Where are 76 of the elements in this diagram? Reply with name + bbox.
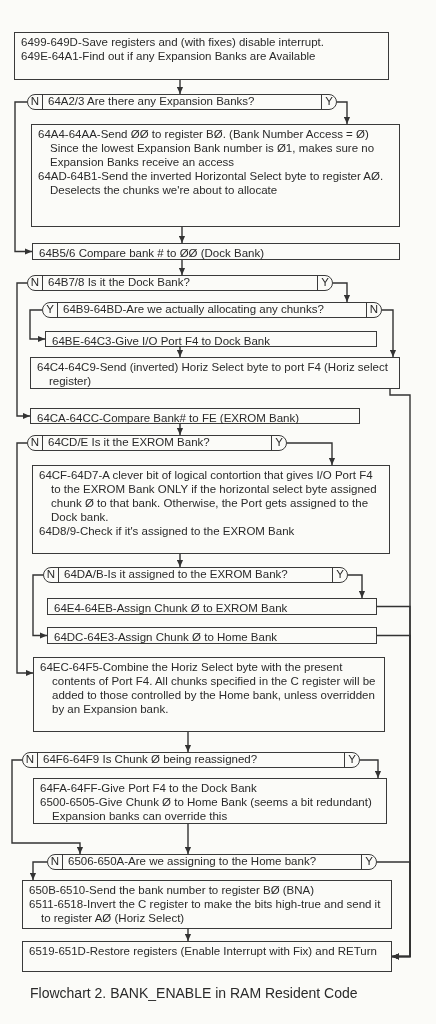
step-text: 64EC-64F5-Combine the Horiz Select byte with the present contents of Port F4. All chunks specified in the C register will be added to those controlled by the Home bank, unless overridden by an Expansion bank. (39, 660, 377, 716)
branch-label: Y (335, 568, 345, 582)
step-text: 649E-64A1-Find out if any Expansion Banks are Available (20, 49, 317, 63)
arrow (184, 928, 192, 942)
step-text: 64B5/6 Compare bank # to ØØ (Dock Bank) (38, 246, 265, 260)
decision-question: 64B7/8 Is it the Dock Bank? (42, 276, 318, 290)
process-box (22, 880, 392, 929)
decision-question: 64F6-64F9 Is Chunk Ø being reassigned? (37, 753, 345, 767)
step-text: 64CA-64CC-Compare Bank# to FE (EXROM Bank) (36, 411, 301, 425)
step-text: 6500-6505-Give Chunk Ø to Home Bank (seems a bit redundant) Expansion banks can override this (39, 795, 373, 823)
process-box (47, 627, 377, 644)
branch-label: N (24, 753, 36, 767)
decision-question: 64CD/E Is it the EXROM Bank? (42, 436, 272, 450)
arrow (29, 309, 46, 343)
arrow (178, 259, 186, 276)
arrow (29, 861, 48, 881)
decision-question: 64A2/3 Are there any Expansion Banks? (42, 95, 322, 109)
arrow (16, 442, 34, 677)
process-box (31, 124, 400, 227)
step-text: 64BE-64C3-Give I/O Port F4 to Dock Bank (51, 334, 271, 348)
branch-label: N (49, 855, 61, 869)
arrow (184, 731, 192, 753)
arrow (178, 226, 186, 244)
caption: Flowchart 2. BANK_ENABLE in RAM Resident Code (30, 985, 358, 1001)
decision-question: 6506-650A-Are we assigning to the Home bank? (62, 855, 362, 869)
decision-question: 64DA/B-Is it assigned to the EXROM Bank? (58, 568, 333, 582)
arrow (14, 101, 33, 255)
branch-label: Y (324, 95, 334, 109)
arrow (381, 309, 397, 358)
branch-label: Y (320, 276, 330, 290)
step-text: 64AD-64B1-Send the inverted Horizontal Select byte to register AØ. Deselects the chunks we're about to allocate (37, 169, 385, 197)
step-text: 64CF-64D7-A clever bit of logical contortion that gives I/O Port F4 to the EXROM Bank ONLY if the horizontal select byte assigned chunk Ø to that bank. Otherwise, the Port gets assigned to the Dock bank. (38, 468, 378, 524)
arrow (184, 823, 192, 855)
branch-label: N (368, 303, 380, 317)
process-box (33, 657, 385, 732)
step-text: 64D8/9-Check if it's assigned to the EXROM Bank (38, 524, 296, 538)
step-text: 64E4-64EB-Assign Chunk Ø to EXROM Bank (53, 601, 289, 615)
arrow (176, 79, 184, 95)
process-box (45, 331, 377, 347)
branch-label: Y (45, 303, 55, 317)
step-text: 650B-6510-Send the bank number to register BØ (BNA) (28, 883, 316, 897)
process-box (14, 32, 389, 80)
branch-label: Y (347, 753, 357, 767)
process-box (32, 465, 390, 554)
arrow (176, 423, 184, 436)
arrow (376, 861, 411, 960)
branch-label: N (45, 568, 57, 582)
process-box (30, 408, 360, 424)
step-text: 64FA-64FF-Give Port F4 to the Dock Bank (39, 781, 258, 795)
process-box (30, 357, 400, 389)
step-text: 6511-6518-Invert the C register to make the bits high-true and send it to register AØ (Horiz Select) (28, 897, 382, 925)
arrow (16, 282, 31, 420)
process-box (47, 598, 377, 615)
process-box (33, 778, 387, 824)
branch-label: Y (364, 855, 374, 869)
arrow (359, 759, 382, 779)
arrow (336, 101, 351, 125)
branch-label: N (29, 95, 41, 109)
arrow (332, 282, 351, 303)
arrow (32, 574, 48, 639)
arrow (286, 442, 336, 466)
process-box (32, 243, 400, 260)
arrow (176, 553, 184, 568)
step-text: 64A4-64AA-Send ØØ to register BØ. (Bank Number Access = Ø) Since the lowest Expansion Bank number is Ø1, makes sure no Expansion Banks receive an access (37, 127, 376, 169)
branch-label: N (29, 276, 41, 290)
arrow (11, 759, 84, 855)
step-text: 6519-651D-Restore registers (Enable Interrupt with Fix) and RETurn (28, 944, 378, 958)
decision-question: 64B9-64BD-Are we actually allocating any chunks? (57, 303, 367, 317)
arrow (347, 574, 366, 599)
arrow (176, 346, 184, 358)
step-text: 64DC-64E3-Assign Chunk Ø to Home Bank (53, 630, 279, 644)
process-box (22, 941, 392, 972)
step-text: 64C4-64C9-Send (inverted) Horiz Select byte to port F4 (Horiz select register) (36, 360, 389, 388)
branch-label: Y (274, 436, 284, 450)
step-text: 6499-649D-Save registers and (with fixes) disable interrupt. (20, 35, 325, 49)
branch-label: N (29, 436, 41, 450)
